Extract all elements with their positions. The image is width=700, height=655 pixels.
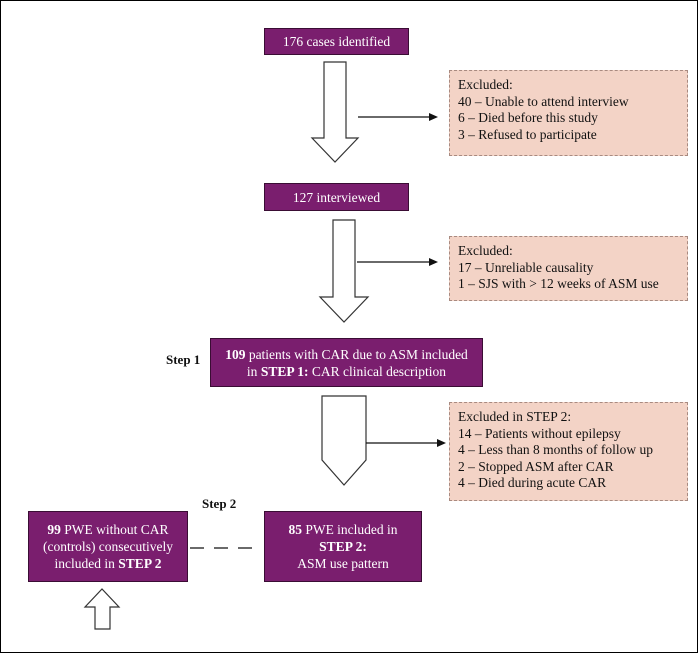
controls-line-1-text: PWE without CAR [60, 522, 169, 537]
step-1-line-1: 109 patients with CAR due to ASM include… [225, 346, 468, 363]
excluded-box-3: Excluded in STEP 2: 14 – Patients withou… [449, 402, 688, 501]
included-line-1-text: PWE included in [301, 522, 398, 537]
included-box: 85 PWE included in STEP 2: ASM use patte… [264, 511, 422, 582]
arrowhead-excl-1 [429, 113, 438, 121]
excluded-3-item: 4 – Died during acute CAR [458, 475, 607, 490]
excluded-box-1: Excluded: 40 – Unable to attend intervie… [449, 70, 688, 156]
controls-line-1: 99 PWE without CAR [47, 521, 168, 538]
excluded-3-item: 14 – Patients without epilepsy [458, 425, 621, 441]
down-arrow-2 [318, 219, 370, 323]
controls-line-2: (controls) consecutively [42, 539, 174, 554]
included-count: 85 [288, 522, 302, 537]
step-1-line-2: in STEP 1: CAR clinical description [247, 363, 446, 380]
interviewed-box: 127 interviewed [264, 183, 409, 211]
step-1-line-2-suffix: CAR clinical description [308, 363, 447, 379]
excluded-1-item: 6 – Died before this study [458, 110, 598, 125]
included-line-3: ASM use pattern [297, 556, 389, 571]
cases-identified-text: 176 cases identified [282, 34, 391, 49]
included-step-tag: STEP 2: [319, 539, 367, 554]
step-1-tag: STEP 1: [260, 363, 309, 379]
excluded-1-item: 40 – Unable to attend interview [458, 93, 629, 109]
step-1-line-1-text: patients with CAR due to ASM included [245, 346, 468, 362]
excluded-1-item: 3 – Refused to participate [458, 126, 597, 142]
controls-line-3-prefix: included in [54, 556, 119, 571]
excluded-3-title: Excluded in STEP 2: [458, 409, 572, 424]
step-1-count: 109 [225, 346, 246, 362]
controls-count: 99 [47, 522, 61, 537]
arrowhead-excl-3 [437, 439, 446, 447]
excluded-3-item: 2 – Stopped ASM after CAR [458, 458, 614, 474]
step-1-box: 109 patients with CAR due to ASM include… [210, 338, 483, 387]
excluded-2-title: Excluded: [458, 243, 513, 258]
excluded-2-item: 1 – SJS with > 12 weeks of ASM use [458, 276, 659, 291]
included-line-1: 85 PWE included in [288, 521, 397, 538]
controls-box: 99 PWE without CAR (controls) consecutiv… [28, 511, 188, 582]
down-arrow-3 [321, 395, 367, 486]
step-1-line-2-prefix: in [246, 363, 261, 379]
excluded-2-item: 17 – Unreliable causality [458, 259, 594, 275]
step-1-label: Step 1 [166, 352, 201, 367]
cases-identified-box: 176 cases identified [264, 28, 409, 55]
excluded-box-2: Excluded: 17 – Unreliable causality 1 – … [449, 236, 688, 301]
down-arrow-1 [310, 61, 360, 163]
arrowhead-excl-2 [429, 258, 438, 266]
step-2-label: Step 2 [202, 496, 237, 511]
included-line-2: STEP 2: [319, 538, 367, 555]
excluded-3-item: 4 – Less than 8 months of follow up [458, 442, 653, 457]
up-arrow [83, 588, 121, 630]
interviewed-text: 127 interviewed [292, 189, 381, 205]
controls-line-3: included in STEP 2 [55, 555, 162, 572]
excluded-1-title: Excluded: [458, 77, 513, 92]
controls-step-tag: STEP 2 [118, 556, 162, 571]
